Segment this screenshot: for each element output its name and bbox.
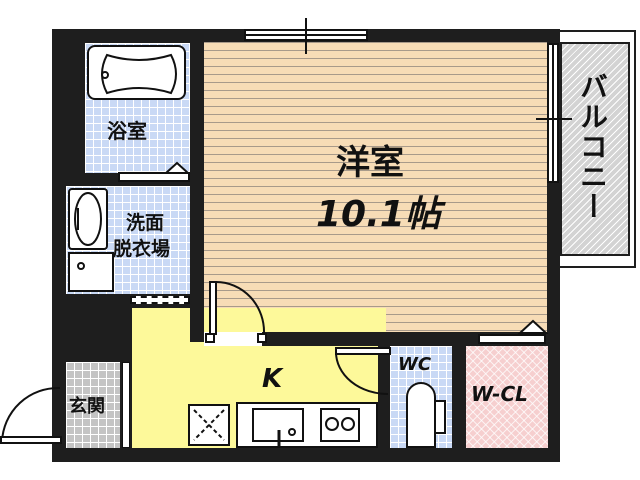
walk-in-closet: W-CL (466, 346, 548, 448)
balcony-label: バルコニー (576, 72, 609, 222)
kitchen-partition (190, 296, 204, 342)
entrance-left-wall (52, 350, 66, 462)
bathtub (87, 45, 186, 100)
window-mark-right (536, 118, 572, 120)
toilet-label: WC (398, 354, 432, 375)
western-room-door (205, 281, 267, 343)
kitchen-counter (236, 402, 378, 448)
western-room: 洋室 10.1帖 (204, 42, 547, 332)
balcony-window (547, 43, 559, 183)
wc-left-wall (378, 346, 390, 448)
washroom: 洗面 脱衣場 (66, 186, 190, 294)
kitchen-upper (132, 308, 194, 348)
balcony: バルコニー (560, 42, 630, 256)
toilet-door (335, 347, 391, 395)
faucet-icon (277, 428, 296, 446)
refrigerator-space (188, 404, 230, 446)
entrance-step (122, 362, 130, 448)
closet-door-marker (517, 319, 549, 334)
bathroom: 浴室 (85, 43, 190, 173)
wc-right-wall (452, 346, 466, 448)
closet-label: W-CL (471, 382, 528, 406)
bathroom-door (118, 172, 190, 182)
western-room-size: 10.1帖 (316, 194, 441, 235)
western-room-door-opening (204, 332, 262, 346)
western-room-name: 洋室 (336, 143, 404, 183)
stove (320, 408, 360, 442)
bathroom-label: 浴室 (107, 119, 147, 143)
toilet-bowl (406, 382, 436, 448)
entrance-door (0, 386, 62, 444)
toilet-room: WC (390, 346, 452, 448)
western-room-bottom-wall (204, 332, 560, 346)
window-mark-top (305, 18, 307, 54)
washroom-sliding-door (130, 296, 190, 304)
closet-door (478, 334, 546, 344)
entrance-label: 玄関 (69, 396, 105, 417)
washbasin (68, 188, 108, 250)
washroom-label-2: 脱衣場 (113, 238, 171, 260)
kitchen-label: K (262, 364, 283, 394)
bathroom-door-marker (163, 161, 191, 174)
toilet-tank (434, 400, 446, 434)
entrance: 玄関 (66, 362, 120, 448)
washroom-label-1: 洗面 (126, 212, 165, 234)
washing-machine (68, 252, 114, 292)
